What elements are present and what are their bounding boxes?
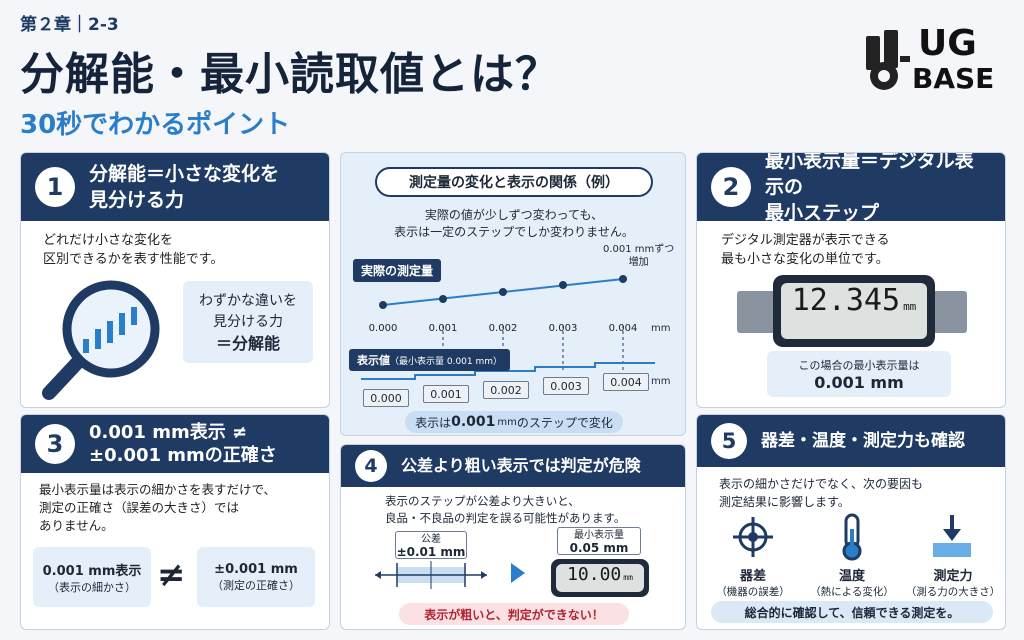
factor-name-2: 測定力 xyxy=(933,569,973,584)
factor-note-0: （機器の誤差） xyxy=(716,586,790,598)
panel-other-factors: 5 器差・温度・測定力も確認 表示の細かさだけでなく、次の要因も 測定結果に影響… xyxy=(696,414,1006,630)
point-4 xyxy=(619,275,627,283)
panel-text-line2: 測定結果に影響します。 xyxy=(719,495,850,509)
panel-title-line1: 0.001 mm表示 ≠ xyxy=(89,422,248,443)
display-fineness-box: 0.001 mm表示 （表示の細かさ） xyxy=(33,547,151,607)
right-line1: ±0.001 mm xyxy=(214,561,298,577)
point-0 xyxy=(379,301,387,309)
factor-note-2: （測る力の大きさ） xyxy=(905,586,1001,598)
panel-title-line1: 分解能＝小さな変化を xyxy=(89,163,280,185)
panel-text-line2: 良品・不良品の判定を誤る可能性があります。 xyxy=(385,511,626,525)
diagram-title: 測定量の変化と表示の関係（例） xyxy=(375,167,653,197)
increment-note-line2: 増加 xyxy=(628,257,649,268)
display-unit: mm xyxy=(651,376,671,387)
tick-4: 0.004 xyxy=(608,323,638,334)
digital-display-device: 12.345 mm xyxy=(773,275,935,347)
ug-base-logo: UG BASE xyxy=(862,26,1004,98)
magnifier-icon xyxy=(42,280,160,400)
engine-logo-icon xyxy=(866,30,910,90)
increment-note-line1: 0.001 mmずつ xyxy=(603,244,675,255)
right-line2: （測定の正確さ） xyxy=(212,578,300,592)
accuracy-box: ±0.001 mm （測定の正確さ） xyxy=(197,547,315,607)
lcd-value: 12.345 xyxy=(791,283,901,318)
display-value-0: 0.000 xyxy=(363,389,409,407)
panel-text-line1: デジタル測定器が表示できる xyxy=(721,233,890,248)
panel-title: 器差・温度・測定力も確認 xyxy=(761,431,965,451)
panel-title-line2: ±0.001 mmの正確さ xyxy=(89,445,277,466)
tick-2: 0.002 xyxy=(488,323,518,334)
warning-banner: 表示が粗いと、判定ができない！ xyxy=(399,603,629,625)
panel-tolerance: 4 公差より粗い表示では判定が危険 表示のステップが公差より大きいと、 良品・不… xyxy=(340,444,686,630)
bubble-line3: ＝分解能 xyxy=(215,333,280,353)
min-display-label: 最小表示量 0.05 mm xyxy=(557,527,641,555)
coarse-display-device: 10.00 mm xyxy=(551,559,649,597)
display-value-2: 0.002 xyxy=(483,381,529,399)
page-subtitle: 30秒でわかるポイント xyxy=(20,110,291,140)
tick-unit: mm xyxy=(651,323,671,334)
box-line2: 0.001 mm xyxy=(814,372,904,392)
tick-0: 0.000 xyxy=(368,323,398,334)
panel-text-line2: 測定の正確さ（誤差の大きさ）では xyxy=(39,500,240,515)
lcd-value: 10.00 xyxy=(567,564,622,585)
panel-accuracy: 3 0.001 mm表示 ≠ ±0.001 mmの正確さ 最小表示量は表示の細か… xyxy=(20,414,330,630)
lcd-unit: mm xyxy=(903,300,917,313)
point-1 xyxy=(439,295,447,303)
logo-text-base: BASE xyxy=(912,62,995,95)
panel-min-display: 2 最小表示量＝デジタル表示の 最小ステップ デジタル測定器が表示できる 最も小… xyxy=(696,152,1006,408)
diagram-desc-line2: 表示は一定のステップでしか変わりません。 xyxy=(394,225,634,239)
panel-resolution: 1 分解能＝小さな変化を 見分ける力 どれだけ小さな変化を 区別できるかを表す性… xyxy=(20,152,330,408)
diagram-desc-line1: 実際の値が少しずつ変わっても、 xyxy=(424,208,604,222)
thermometer-icon xyxy=(842,513,862,561)
box-line1: この場合の最小表示量は xyxy=(798,358,920,372)
panel-number: 5 xyxy=(711,423,747,459)
arrow-right-icon xyxy=(511,563,525,583)
panel-number: 4 xyxy=(355,450,387,482)
chapter-label: 第２章｜2-3 xyxy=(20,15,119,35)
resolution-bubble: わずかな違いを 見分ける力 ＝分解能 xyxy=(183,281,313,363)
panel-number: 2 xyxy=(711,167,751,207)
point-3 xyxy=(559,281,567,289)
panel-text-line1: どれだけ小さな変化を xyxy=(43,233,174,248)
bubble-line1: わずかな違いを xyxy=(199,292,297,309)
force-arrow-icon xyxy=(933,515,971,557)
panel-title-line2: 最小ステップ xyxy=(765,202,880,224)
measurement-chart xyxy=(361,275,655,380)
panel-text-line2: 区別できるかを表す性能です。 xyxy=(43,252,224,267)
panel-text-line1: 最小表示量は表示の細かさを表すだけで、 xyxy=(39,482,277,497)
tick-3: 0.003 xyxy=(548,323,578,334)
left-line1: 0.001 mm表示 xyxy=(42,563,142,579)
display-value-label: 表示値（最小表示量 0.001 mm） xyxy=(349,349,511,371)
panel-text-line2: 最も小さな変化の単位です。 xyxy=(721,252,889,267)
not-equal-sign: ≠ xyxy=(157,555,186,595)
actual-value-label: 実際の測定量 xyxy=(353,259,442,282)
panel-number: 3 xyxy=(35,424,75,464)
panel-text-line1: 表示のステップが公差より大きいと、 xyxy=(385,494,580,508)
factor-name-1: 温度 xyxy=(838,569,865,584)
display-value-4: 0.004 xyxy=(603,373,649,391)
min-display-box: この場合の最小表示量は 0.001 mm xyxy=(767,351,951,397)
panel-number: 1 xyxy=(35,167,75,207)
conclusion-banner: 総合的に確認して、信頼できる測定を。 xyxy=(711,601,993,623)
panel-diagram: 測定量の変化と表示の関係（例） 実際の値が少しずつ変わっても、 表示は一定のステ… xyxy=(340,152,686,436)
lcd-unit: mm xyxy=(623,573,633,582)
panel-title-line1: 最小表示量＝デジタル表示の xyxy=(765,152,974,198)
panel-text-line3: ありません。 xyxy=(39,518,114,533)
factor-name-0: 器差 xyxy=(739,569,766,584)
tolerance-label: 公差 ±0.01 mm xyxy=(395,531,467,559)
panel-title-line2: 見分ける力 xyxy=(89,189,185,211)
display-value-3: 0.003 xyxy=(543,377,589,395)
tolerance-range-diagram xyxy=(375,561,487,589)
factor-note-1: （熱による変化） xyxy=(810,586,894,598)
bubble-line2: 見分ける力 xyxy=(213,313,283,330)
crosshair-icon xyxy=(733,517,773,557)
tick-1: 0.001 xyxy=(428,323,458,334)
panel-text-line1: 表示の細かさだけでなく、次の要因も xyxy=(719,477,924,491)
point-2 xyxy=(499,288,507,296)
display-value-1: 0.001 xyxy=(423,385,469,403)
left-line2: （表示の細かさ） xyxy=(48,580,136,594)
panel-title: 公差より粗い表示では判定が危険 xyxy=(401,456,641,475)
logo-text-ug: UG xyxy=(918,23,977,64)
page-title: 分解能・最小読取値とは？ xyxy=(20,49,560,100)
